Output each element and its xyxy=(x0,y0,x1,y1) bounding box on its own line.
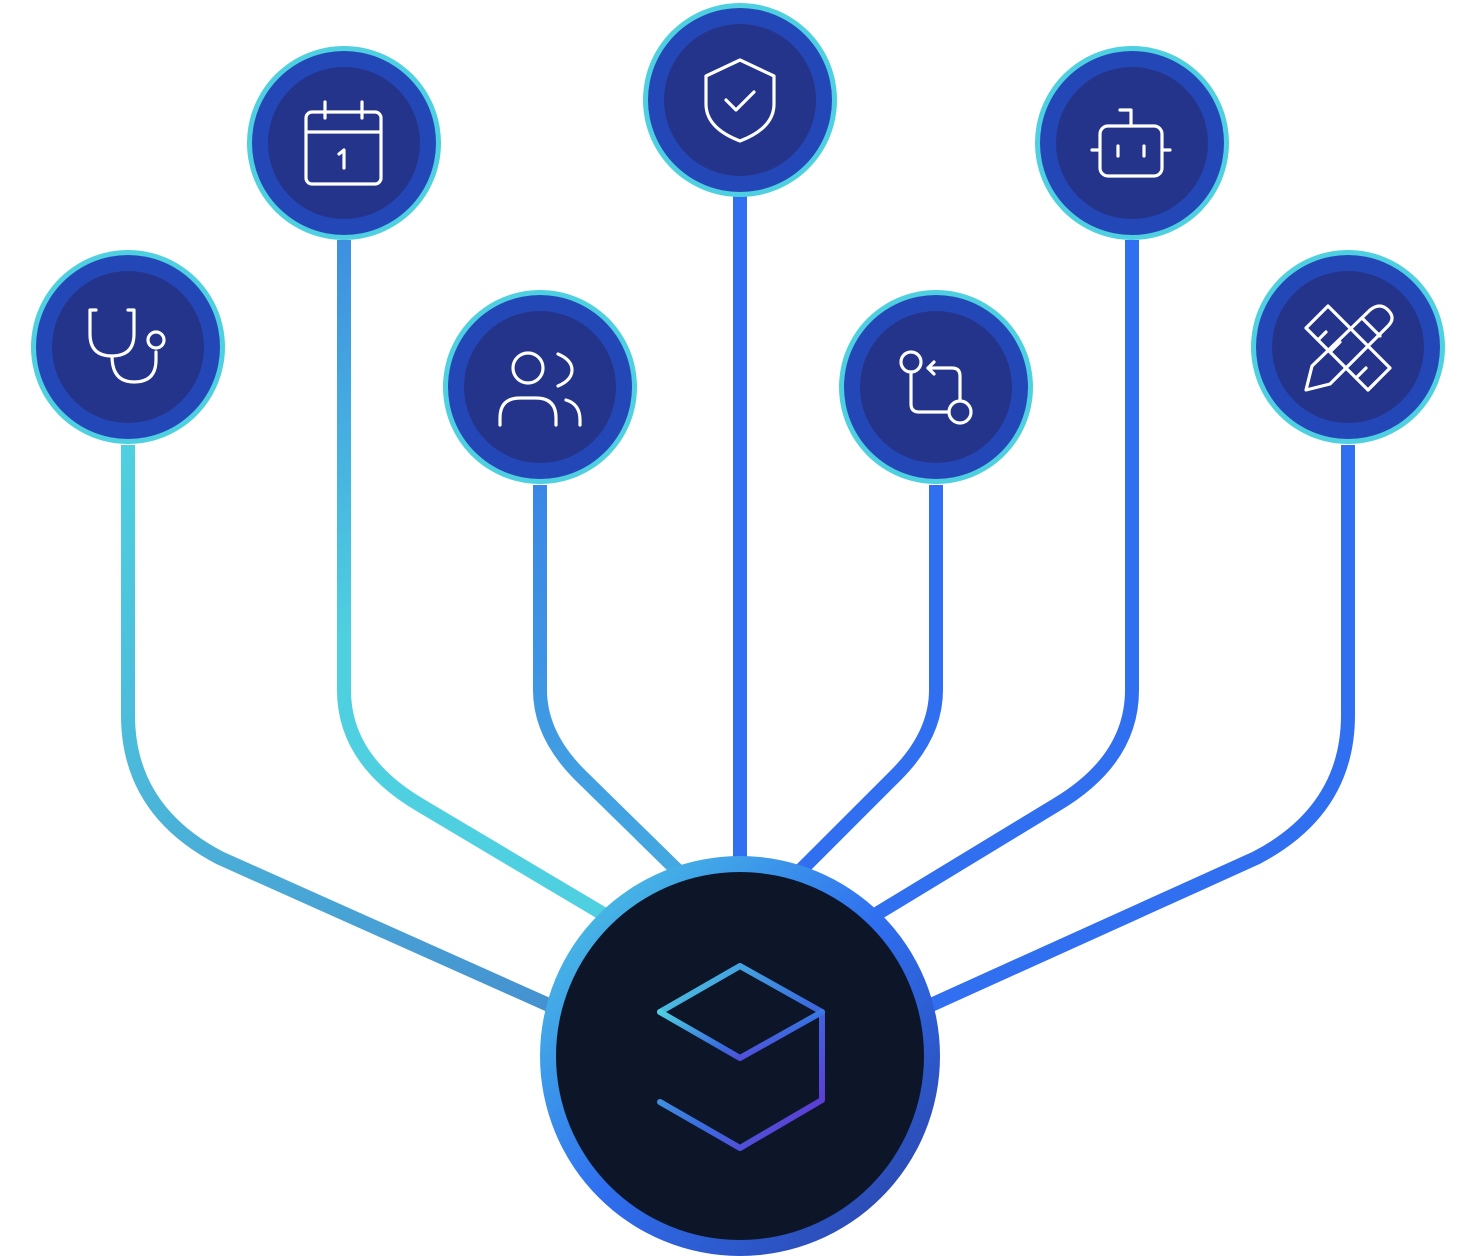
connector-scheduling xyxy=(337,240,614,925)
connector-health xyxy=(121,445,563,1017)
git-pull-request-icon xyxy=(899,350,973,425)
pencil-ruler-icon xyxy=(1304,304,1394,392)
connector-automation xyxy=(866,240,1139,924)
node-automation[interactable] xyxy=(1035,46,1229,240)
connector-design xyxy=(917,445,1355,1017)
node-health[interactable] xyxy=(31,250,225,444)
connector-team xyxy=(533,485,685,878)
calendar-icon xyxy=(304,100,383,186)
stethoscope-icon xyxy=(88,308,166,384)
users-icon xyxy=(498,351,582,427)
node-team[interactable] xyxy=(443,290,637,484)
robot-icon xyxy=(1090,108,1172,178)
node-security[interactable] xyxy=(643,3,837,197)
connector-workflow xyxy=(793,485,943,878)
hub xyxy=(540,856,940,1256)
connectors xyxy=(121,196,1355,1017)
node-workflow[interactable] xyxy=(839,290,1033,484)
node-scheduling[interactable] xyxy=(247,46,441,240)
shield-check-icon xyxy=(704,58,776,143)
node-design[interactable] xyxy=(1251,250,1445,444)
cube-icon xyxy=(657,963,825,1151)
